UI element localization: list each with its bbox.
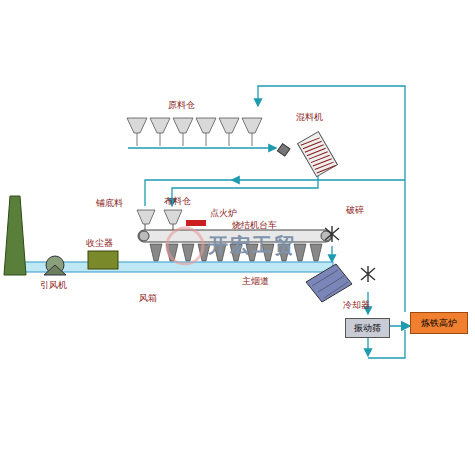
node-text: 振动筛 — [354, 323, 381, 334]
label-text: 引风机 — [40, 280, 67, 291]
wind-box — [150, 244, 162, 261]
furnace-box: 炼铁高炉 — [410, 312, 468, 334]
hopper — [127, 118, 147, 133]
label-text: 收尘器 — [86, 238, 113, 249]
label-text: 烧结机台车 — [232, 220, 277, 231]
label-text: 风箱 — [139, 293, 157, 304]
node-text: 炼铁高炉 — [421, 318, 457, 329]
flow-arrow — [390, 325, 410, 327]
label-text: 原料仓 — [168, 100, 195, 111]
label-text: 铺底料 — [96, 198, 123, 209]
label-text: 冷却器 — [343, 300, 370, 311]
label-text: 破碎 — [346, 205, 364, 216]
wind-box — [310, 244, 322, 261]
wind-box — [182, 244, 194, 261]
hopper — [150, 118, 170, 133]
label-text: 布料仓 — [164, 196, 191, 207]
hopper — [242, 118, 262, 133]
screen-box: 振动筛 — [345, 318, 390, 338]
hopper — [173, 118, 193, 133]
hopper — [196, 118, 216, 133]
watermark: 开宏工贸 — [208, 234, 296, 256]
label-text: 点火炉 — [210, 208, 237, 219]
hopper — [219, 118, 239, 133]
label-text: 主烟道 — [242, 276, 269, 287]
label-text: 混料机 — [296, 112, 323, 123]
